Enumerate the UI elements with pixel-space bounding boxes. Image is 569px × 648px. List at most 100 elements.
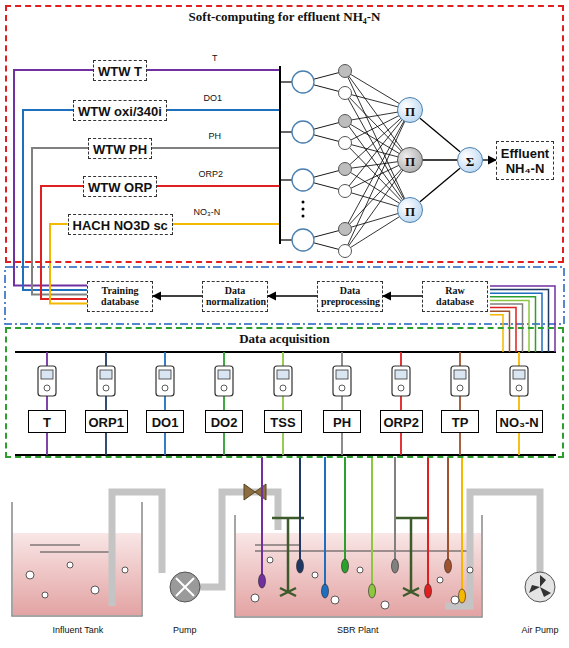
drawing-stroke <box>280 81 292 82</box>
probe-cable <box>427 457 429 585</box>
node-text: Data preprocessing <box>321 285 379 308</box>
measure-box: PH <box>323 410 361 433</box>
connector <box>41 186 87 299</box>
node-text: WTW PH <box>93 142 147 157</box>
node-text: TP <box>445 415 475 430</box>
meter-screen <box>159 370 171 379</box>
bubble <box>267 557 273 563</box>
part-name: Air Pump <box>522 625 559 635</box>
bubble <box>312 572 318 578</box>
signal-line <box>140 69 280 71</box>
input-bus <box>279 66 281 244</box>
probe-cable <box>344 457 346 560</box>
meter-knob <box>162 385 168 391</box>
input-neuron <box>292 229 314 251</box>
input-neuron <box>292 71 314 93</box>
part-name: Pump <box>173 625 197 635</box>
process-box: Training database <box>87 281 153 312</box>
meter-knob <box>457 385 463 391</box>
node-text: Effluent NH₄-N <box>500 146 550 177</box>
bubble <box>251 594 259 602</box>
tank-water <box>13 533 141 615</box>
node-text: Π <box>398 100 422 124</box>
probe-bulb <box>369 584 376 598</box>
drawing-stroke <box>345 110 410 251</box>
membership-neuron <box>339 65 352 78</box>
signal-name: DO1 <box>203 93 224 103</box>
membership-neuron <box>339 115 352 128</box>
bubble <box>357 567 363 573</box>
ellipsis-dot <box>302 208 305 211</box>
ellipsis-dot <box>302 201 305 204</box>
meter-screen <box>336 370 348 379</box>
data-line <box>490 308 516 352</box>
input-neuron <box>292 121 314 143</box>
connector <box>268 295 317 296</box>
signal-name: PH <box>208 131 223 141</box>
part-name: Influent Tank <box>53 625 104 635</box>
sensor-box: WTW T <box>93 60 147 81</box>
probe-bulb <box>342 559 349 573</box>
neuron-node: Π <box>397 97 423 123</box>
meter-icon <box>510 366 528 396</box>
probe-bulb <box>425 584 432 598</box>
node-text: DO2 <box>209 415 239 430</box>
data-line <box>490 297 536 352</box>
meter-screen <box>277 370 289 379</box>
probe-bulb <box>445 559 452 573</box>
probe-cable <box>447 457 449 560</box>
pump-symbol <box>170 572 200 602</box>
connector <box>420 168 460 201</box>
meter-icon <box>451 366 469 396</box>
membership-neuron <box>339 163 352 176</box>
process-box: Data normalization <box>202 281 268 312</box>
meter-knob <box>516 385 522 391</box>
node-text: DO1 <box>150 415 180 430</box>
pump-symbol <box>176 578 194 596</box>
node-text: ORP2 <box>384 415 419 430</box>
probe-cable <box>394 457 396 560</box>
region-frame: Soft-computing for effluent NH₄-NWTW TWT… <box>5 5 564 263</box>
bubble <box>26 571 34 579</box>
sensor-box: HACH NO3D sc <box>68 214 173 235</box>
probe-bulb <box>459 589 466 603</box>
probe-bulb <box>259 574 266 588</box>
node-text: Data normalization <box>206 285 264 308</box>
node-text: TSS <box>268 415 298 430</box>
process-box: Data preprocessing <box>317 281 383 312</box>
water-line <box>40 552 110 553</box>
probe-bulb <box>322 584 329 598</box>
node-text: Data acquisition <box>7 331 562 347</box>
membership-neuron <box>339 185 352 198</box>
node-text: Training database <box>91 285 149 308</box>
node-text: WTW T <box>98 64 142 79</box>
reactor-water <box>236 533 481 616</box>
signal-name: T <box>211 53 219 63</box>
tank-wall <box>12 502 142 616</box>
region-frame <box>5 267 564 324</box>
meter-icon <box>38 366 56 396</box>
node-text: PH <box>327 415 357 430</box>
air-pump-symbol <box>525 572 555 602</box>
neuron-node: Σ <box>457 147 483 173</box>
meter-screen <box>395 370 407 379</box>
membership-neuron <box>339 245 352 258</box>
node-text: Σ <box>458 150 482 174</box>
meter-icon <box>333 366 351 396</box>
meter-knob <box>280 385 286 391</box>
signal-name: NO₃-N <box>193 207 222 217</box>
bubble <box>67 562 73 568</box>
region-frame: Data acquisitionTORP1DO1DO2TSSPHORP2TPNO… <box>5 327 564 458</box>
bubble <box>381 601 389 609</box>
measure-box: ORP2 <box>380 410 423 433</box>
probe-cable <box>461 457 463 590</box>
bus-line <box>15 351 556 353</box>
part-name: SBR Plant <box>337 625 379 635</box>
membership-neuron <box>339 87 352 100</box>
node-text: Raw database <box>426 285 484 308</box>
meter-screen <box>41 370 53 379</box>
connector <box>50 224 87 304</box>
probe-cable <box>299 457 301 560</box>
meter-icon <box>274 366 292 396</box>
